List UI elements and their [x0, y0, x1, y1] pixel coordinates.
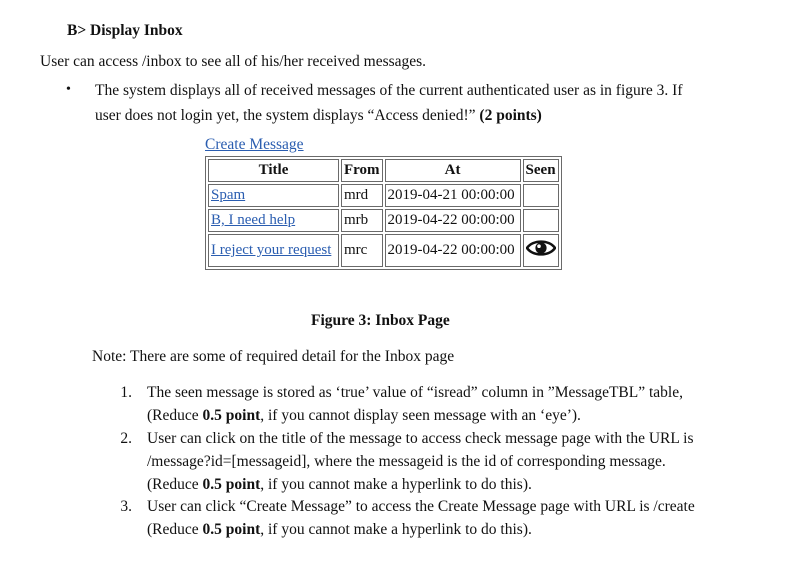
list-number: 3. [120, 498, 132, 515]
note-text: Note: There are some of required detail … [92, 348, 455, 365]
at-cell: 2019-04-22 00:00:00 [384, 209, 521, 232]
column-header-title: Title [208, 159, 339, 182]
penalty-label: 0.5 point [202, 476, 261, 493]
list-number: 1. [120, 384, 132, 401]
column-header-seen: Seen [522, 159, 559, 182]
figure-caption: Figure 3: Inbox Page [311, 312, 450, 329]
title-cell: B, I need help [208, 209, 339, 232]
text-segment: , if you cannot display seen message wit… [260, 407, 581, 424]
from-cell: mrc [341, 234, 383, 267]
at-cell: 2019-04-21 00:00:00 [384, 184, 521, 207]
from-cell: mrd [341, 184, 383, 207]
table-header-row: Title From At Seen [208, 159, 559, 182]
column-header-at: At [384, 159, 521, 182]
bullet-text-line2: user does not login yet, the system disp… [95, 107, 542, 125]
seen-cell [522, 234, 559, 267]
message-title-link[interactable]: Spam [211, 187, 246, 203]
bullet-line2-text: user does not login yet, the system disp… [95, 107, 480, 124]
list-item-2-line3: (Reduce 0.5 point, if you cannot make a … [147, 476, 532, 494]
message-title-link[interactable]: B, I need help [211, 212, 296, 228]
list-item-1-line2: (Reduce 0.5 point, if you cannot display… [147, 407, 581, 425]
list-number: 2. [120, 430, 132, 447]
intro-text: User can access /inbox to see all of his… [40, 53, 427, 70]
list-item-3-line1: User can click “Create Message” to acces… [147, 498, 695, 515]
text-segment: (Reduce [147, 476, 203, 493]
text-segment: , if you cannot make a hyperlink to do t… [260, 476, 532, 493]
create-message-link[interactable]: Create Message [205, 136, 304, 153]
list-item-1-line1: The seen message is stored as ‘true’ val… [147, 384, 683, 401]
at-cell: 2019-04-22 00:00:00 [384, 234, 521, 267]
table-row: Spam mrd 2019-04-21 00:00:00 [208, 184, 559, 207]
section-heading: B> Display Inbox [67, 22, 183, 39]
penalty-label: 0.5 point [202, 521, 261, 538]
seen-cell [522, 184, 559, 207]
bullet-text-line1: The system displays all of received mess… [95, 82, 683, 99]
text-segment: , if you cannot make a hyperlink to do t… [260, 521, 532, 538]
table-row: B, I need help mrb 2019-04-22 00:00:00 [208, 209, 559, 232]
eye-icon [524, 238, 557, 263]
list-item-2-line1: User can click on the title of the messa… [147, 430, 694, 447]
from-cell: mrb [341, 209, 383, 232]
table-row: I reject your request mrc 2019-04-22 00:… [208, 234, 559, 267]
list-item-3-line2: (Reduce 0.5 point, if you cannot make a … [147, 521, 532, 539]
text-segment: (Reduce [147, 521, 203, 538]
bullet-marker: • [66, 82, 71, 97]
penalty-label: 0.5 point [202, 407, 261, 424]
text-segment: (Reduce [147, 407, 203, 424]
title-cell: I reject your request [208, 234, 339, 267]
title-cell: Spam [208, 184, 339, 207]
message-title-link[interactable]: I reject your request [211, 242, 332, 258]
column-header-from: From [341, 159, 383, 182]
list-item-2-line2: /message?id=[messageid], where the messa… [147, 453, 666, 470]
seen-cell [522, 209, 559, 232]
inbox-table: Title From At Seen Spam mrd 2019-04-21 0… [205, 156, 562, 270]
points-label: (2 points) [479, 107, 542, 124]
